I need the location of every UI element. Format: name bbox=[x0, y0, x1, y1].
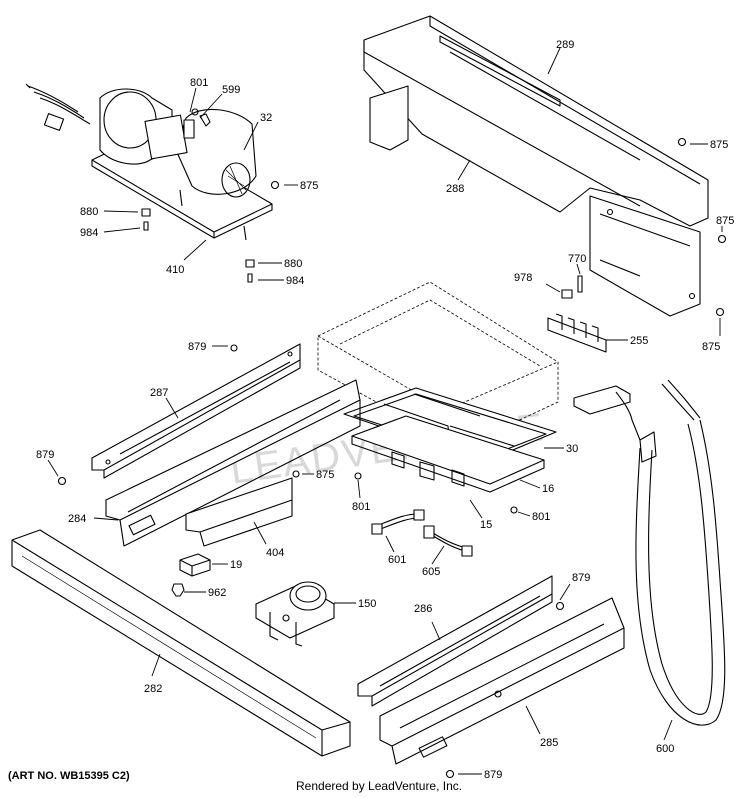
front-trim-282 bbox=[11, 529, 351, 757]
callout-255: 255 bbox=[630, 335, 648, 347]
callout-30: 30 bbox=[566, 443, 578, 455]
callout-15: 15 bbox=[480, 519, 492, 531]
callout-288: 288 bbox=[446, 183, 464, 195]
callout-879-lower: 879 bbox=[572, 572, 590, 584]
callout-801-right: 801 bbox=[532, 511, 550, 523]
callout-875-blower: 875 bbox=[300, 180, 318, 192]
callout-284: 284 bbox=[68, 513, 86, 525]
blower-hardware bbox=[141, 180, 280, 283]
callout-150: 150 bbox=[358, 598, 376, 610]
callout-286: 286 bbox=[414, 603, 432, 615]
conduit-hose-600 bbox=[573, 379, 726, 726]
callout-801-left: 801 bbox=[352, 501, 370, 513]
callout-16: 16 bbox=[542, 483, 554, 495]
terminal-block bbox=[547, 275, 607, 353]
callout-801-top: 801 bbox=[190, 77, 208, 89]
callout-601: 601 bbox=[388, 554, 406, 566]
top-duct-assembly bbox=[363, 15, 727, 317]
callout-404: 404 bbox=[266, 547, 284, 559]
callout-879-top: 879 bbox=[188, 341, 206, 353]
callout-879-bottom: 879 bbox=[484, 769, 502, 781]
callout-19: 19 bbox=[230, 559, 242, 571]
callout-labels: 801 599 32 875 880 984 410 880 984 289 2… bbox=[36, 39, 734, 781]
callout-875-center: 875 bbox=[316, 469, 334, 481]
callout-880-left: 880 bbox=[80, 206, 98, 218]
callout-875-right: 875 bbox=[702, 341, 720, 353]
callout-875-mid: 875 bbox=[716, 215, 734, 227]
right-side-rails bbox=[357, 575, 625, 779]
callout-282: 282 bbox=[144, 683, 162, 695]
callout-984-left: 984 bbox=[80, 227, 98, 239]
latch-motor-assembly bbox=[255, 581, 335, 647]
callout-410: 410 bbox=[166, 264, 184, 276]
control-board-assembly bbox=[343, 387, 557, 514]
blower-assembly bbox=[25, 83, 273, 241]
callout-599: 599 bbox=[222, 84, 240, 96]
render-credit: Rendered by LeadVenture, Inc. bbox=[296, 779, 463, 793]
callout-984-right: 984 bbox=[286, 275, 304, 287]
callout-962: 962 bbox=[208, 587, 226, 599]
callout-978: 978 bbox=[514, 272, 532, 284]
callout-32: 32 bbox=[260, 112, 272, 124]
callout-287: 287 bbox=[150, 387, 168, 399]
callout-289: 289 bbox=[556, 39, 574, 51]
bracket-404 bbox=[185, 470, 300, 547]
callout-875-top: 875 bbox=[710, 139, 728, 151]
small-parts bbox=[171, 553, 211, 597]
callout-600: 600 bbox=[656, 743, 674, 755]
callout-605: 605 bbox=[422, 566, 440, 578]
wire-harnesses bbox=[371, 509, 473, 557]
callout-879-left: 879 bbox=[36, 449, 54, 461]
callout-880-right: 880 bbox=[284, 258, 302, 270]
callout-770: 770 bbox=[568, 253, 586, 265]
callout-285: 285 bbox=[540, 737, 558, 749]
art-number: (ART NO. WB15395 C2) bbox=[8, 770, 130, 782]
leader-lines bbox=[47, 47, 723, 775]
left-side-rails bbox=[57, 343, 361, 547]
